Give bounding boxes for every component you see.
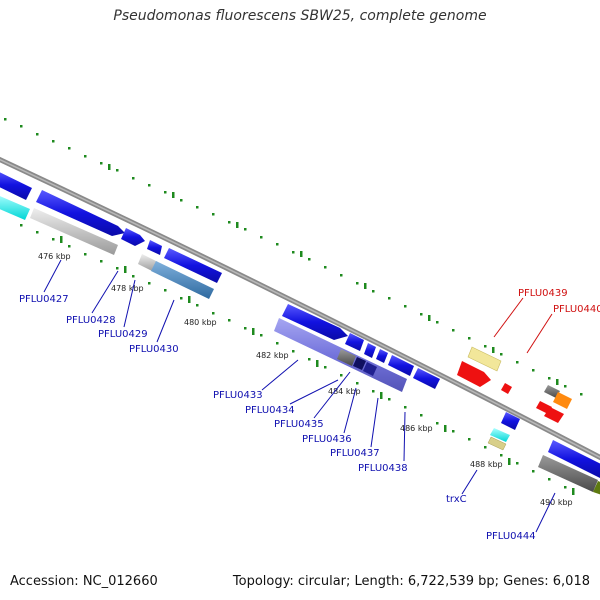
gene-feature-blue[interactable] — [0, 170, 32, 200]
gene-label-pflu0439[interactable]: PFLU0439 — [518, 288, 568, 299]
gene-feature-red[interactable] — [544, 407, 564, 423]
gene-feature-navy[interactable] — [363, 362, 377, 376]
map-title: Pseudomonas fluorescens SBW25, complete … — [113, 8, 487, 24]
accession-text: Accession: NC_012660 — [10, 574, 158, 589]
gene-label-pflu0429[interactable]: PFLU0429 — [98, 329, 148, 340]
gene-feature-olive[interactable] — [593, 481, 600, 496]
gene-feature-yellow[interactable] — [467, 346, 502, 372]
gene-feature-blue[interactable] — [282, 304, 348, 340]
gene-label-pflu0428[interactable]: PFLU0428 — [66, 315, 116, 326]
gene-feature-blue[interactable] — [501, 412, 520, 430]
gene-feature-blue[interactable] — [121, 228, 145, 246]
gene-feature-dark[interactable] — [337, 349, 356, 366]
gene-feature-orange[interactable] — [553, 392, 572, 409]
gene-feature-blue[interactable] — [413, 368, 440, 389]
gene-label-pflu0435[interactable]: PFLU0435 — [274, 419, 324, 430]
gene-feature-blue[interactable] — [36, 190, 125, 236]
tick-label-490: 490 kbp — [540, 498, 573, 507]
tick-label-484: 484 kbp — [328, 387, 361, 396]
gene-label-pflu0427[interactable]: PFLU0427 — [19, 294, 69, 305]
outer-tick-ring — [4, 118, 583, 396]
gene-label-pflu0437[interactable]: PFLU0437 — [330, 448, 380, 459]
gene-feature-cyan[interactable] — [490, 428, 510, 442]
gene-label-leaders — [43, 259, 556, 533]
forward-strand-features — [0, 170, 600, 478]
gene-label-pflu0434[interactable]: PFLU0434 — [245, 405, 295, 416]
genome-summary-text: Topology: circular; Length: 6,722,539 bp… — [232, 574, 590, 589]
gene-feature-tan[interactable] — [487, 436, 507, 451]
genome-backbone — [0, 156, 600, 461]
gene-feature-grey[interactable] — [30, 208, 118, 255]
gene-feature-blue[interactable] — [376, 349, 388, 363]
gene-feature-dark[interactable] — [544, 385, 560, 398]
gene-label-pflu0444[interactable]: PFLU0444 — [486, 531, 536, 542]
tick-label-478: 478 kbp — [111, 284, 144, 293]
gene-labels: PFLU0427 PFLU0428 PFLU0429 PFLU0430 PFLU… — [19, 288, 600, 542]
tick-label-480: 480 kbp — [184, 318, 217, 327]
gene-label-pflu0436[interactable]: PFLU0436 — [302, 434, 352, 445]
coordinate-labels: 476 kbp 478 kbp 480 kbp 482 kbp 484 kbp … — [38, 252, 573, 507]
tick-label-488: 488 kbp — [470, 460, 503, 469]
inner-tick-ring — [20, 224, 575, 495]
tick-label-482: 482 kbp — [256, 351, 289, 360]
gene-feature-blue[interactable] — [147, 240, 162, 255]
gene-feature-dark[interactable] — [538, 455, 598, 492]
gene-feature-blue[interactable] — [388, 355, 414, 376]
gene-feature-blue[interactable] — [345, 333, 364, 351]
gene-feature-blue[interactable] — [548, 440, 600, 478]
reverse-strand-features — [0, 194, 600, 496]
gene-feature-red[interactable] — [457, 361, 491, 387]
gene-feature-blue[interactable] — [364, 343, 376, 358]
gene-feature-navy[interactable] — [353, 357, 366, 370]
gene-label-pflu0440[interactable]: PFLU0440 — [553, 304, 600, 315]
gene-feature-steel[interactable] — [151, 261, 214, 299]
gene-feature-cyan[interactable] — [0, 194, 30, 220]
gene-feature-red[interactable] — [501, 383, 512, 394]
tick-label-476: 476 kbp — [38, 252, 71, 261]
gene-label-pflu0430[interactable]: PFLU0430 — [129, 344, 179, 355]
gene-label-trxc[interactable]: trxC — [446, 494, 467, 505]
gene-label-pflu0438[interactable]: PFLU0438 — [358, 463, 408, 474]
gene-label-pflu0433[interactable]: PFLU0433 — [213, 390, 263, 401]
tick-label-486: 486 kbp — [400, 424, 433, 433]
gene-feature-blue[interactable] — [164, 248, 222, 283]
